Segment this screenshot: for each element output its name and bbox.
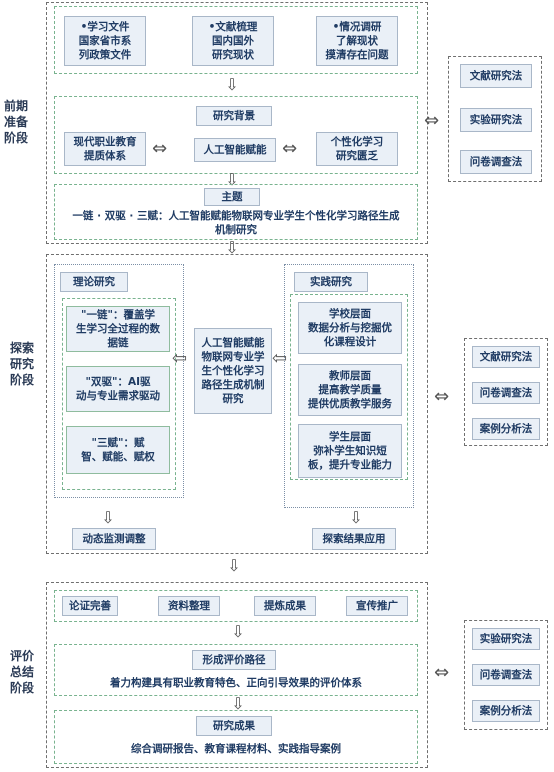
practice-item-teacher: 教师层面 提高教学质量 提供优质教学服务 xyxy=(298,364,402,416)
result-group xyxy=(54,710,418,764)
explore-method: 问卷调查法 xyxy=(472,382,540,404)
theme-text: 一链 · 双驱 · 三赋：人工智能赋能物联网专业学生个性化学习路径生成 机制研究 xyxy=(72,209,400,236)
eval-method: 问卷调查法 xyxy=(472,664,540,686)
double-arrow-icon: ⇔ xyxy=(434,662,450,683)
left-arrow-icon: ⇦ xyxy=(172,348,188,369)
eval-item: 资料整理 xyxy=(158,596,220,616)
monitor-adjust: 动态监测调整 xyxy=(72,528,156,550)
core-research: 人工智能赋能 物联网专业学 生个性化学习 路径生成机制 研究 xyxy=(194,328,272,414)
eval-item: 宣传推广 xyxy=(346,596,408,616)
prep-methods-frame xyxy=(448,56,542,182)
prep-method: 问卷调查法 xyxy=(460,150,532,174)
left-arrow-icon: ⇦ xyxy=(272,348,288,369)
explore-method: 案例分析法 xyxy=(472,418,540,440)
prep-method: 文献研究法 xyxy=(460,64,532,88)
theory-item-one-chain: "一链"：覆盖学 生学习全过程的数 据链 xyxy=(66,306,170,352)
prep-items-group xyxy=(54,6,418,74)
background-center: 人工智能赋能 xyxy=(194,138,276,162)
theme-label: 主题 xyxy=(204,188,260,206)
result-label: 研究成果 xyxy=(196,716,272,736)
theme-group xyxy=(54,184,418,240)
stage-label-eval: 评价 总结 阶段 xyxy=(10,649,35,696)
theory-item-three-empower: "三赋"：赋 智、赋能、赋权 xyxy=(66,426,170,474)
eval-methods-frame xyxy=(464,620,548,730)
prep-item-literature: •文献梳理 国内国外 研究现状 xyxy=(192,16,274,66)
explore-method: 文献研究法 xyxy=(472,346,540,368)
double-arrow-icon: ⇔ xyxy=(424,110,440,131)
down-arrow-icon: ⇩ xyxy=(225,75,239,94)
eval-item: 提炼成果 xyxy=(254,596,316,616)
explore-stage-frame xyxy=(46,254,428,554)
apply-results: 探索结果应用 xyxy=(312,528,396,550)
eval-path-text: 着力构建具有职业教育特色、正向引导效果的评价体系 xyxy=(110,676,362,689)
down-arrow-icon: ⇩ xyxy=(225,238,239,257)
practice-item-school: 学校层面 数据分析与挖掘优 化课程设计 xyxy=(298,302,402,354)
practice-items-group xyxy=(290,294,408,480)
stage-label-prep: 前期 准备 阶段 xyxy=(4,99,29,146)
eval-stage-frame xyxy=(46,582,428,768)
eval-path-label: 形成评价路径 xyxy=(192,650,276,670)
eval-path-group xyxy=(54,644,418,696)
double-arrow-icon: ⇔ xyxy=(152,138,168,159)
practice-item-student: 学生层面 弥补学生知识短 板，提升专业能力 xyxy=(298,424,402,478)
eval-method: 实验研究法 xyxy=(472,628,540,650)
practice-frame xyxy=(284,264,414,508)
down-arrow-icon: ⇩ xyxy=(227,556,241,575)
practice-label: 实践研究 xyxy=(294,272,368,292)
theory-item-dual-drive: "双驱"：AI驱 动与专业需求驱动 xyxy=(66,366,170,412)
eval-item: 论证完善 xyxy=(62,596,118,616)
stage-label-explore: 探索 研究 阶段 xyxy=(10,341,35,388)
result-text: 综合调研报告、教育课程材料、实践指导案例 xyxy=(131,742,341,755)
explore-methods-frame xyxy=(464,338,548,446)
background-label: 研究背景 xyxy=(196,106,272,126)
eval-items-group xyxy=(54,590,418,622)
theory-items-group xyxy=(62,298,176,490)
background-right: 个性化学习 研究匮乏 xyxy=(316,132,398,166)
prep-item-policy: •学习文件 国家省市系 列政策文件 xyxy=(64,16,146,66)
background-group xyxy=(54,96,418,174)
prep-item-survey: •情况调研 了解现状 摸清存在问题 xyxy=(316,16,398,66)
down-arrow-icon: ⇩ xyxy=(101,508,115,527)
background-left: 现代职业教育 提质体系 xyxy=(64,132,146,166)
prep-method: 实验研究法 xyxy=(460,108,532,132)
down-arrow-icon: ⇩ xyxy=(225,170,239,189)
theory-frame xyxy=(54,264,184,498)
prep-stage-frame xyxy=(46,2,428,244)
double-arrow-icon: ⇔ xyxy=(434,386,450,407)
theory-label: 理论研究 xyxy=(60,272,128,292)
down-arrow-icon: ⇩ xyxy=(231,622,245,641)
eval-method: 案例分析法 xyxy=(472,700,540,722)
down-arrow-icon: ⇩ xyxy=(349,508,363,527)
double-arrow-icon: ⇔ xyxy=(282,138,298,159)
down-arrow-icon: ⇩ xyxy=(231,694,245,713)
